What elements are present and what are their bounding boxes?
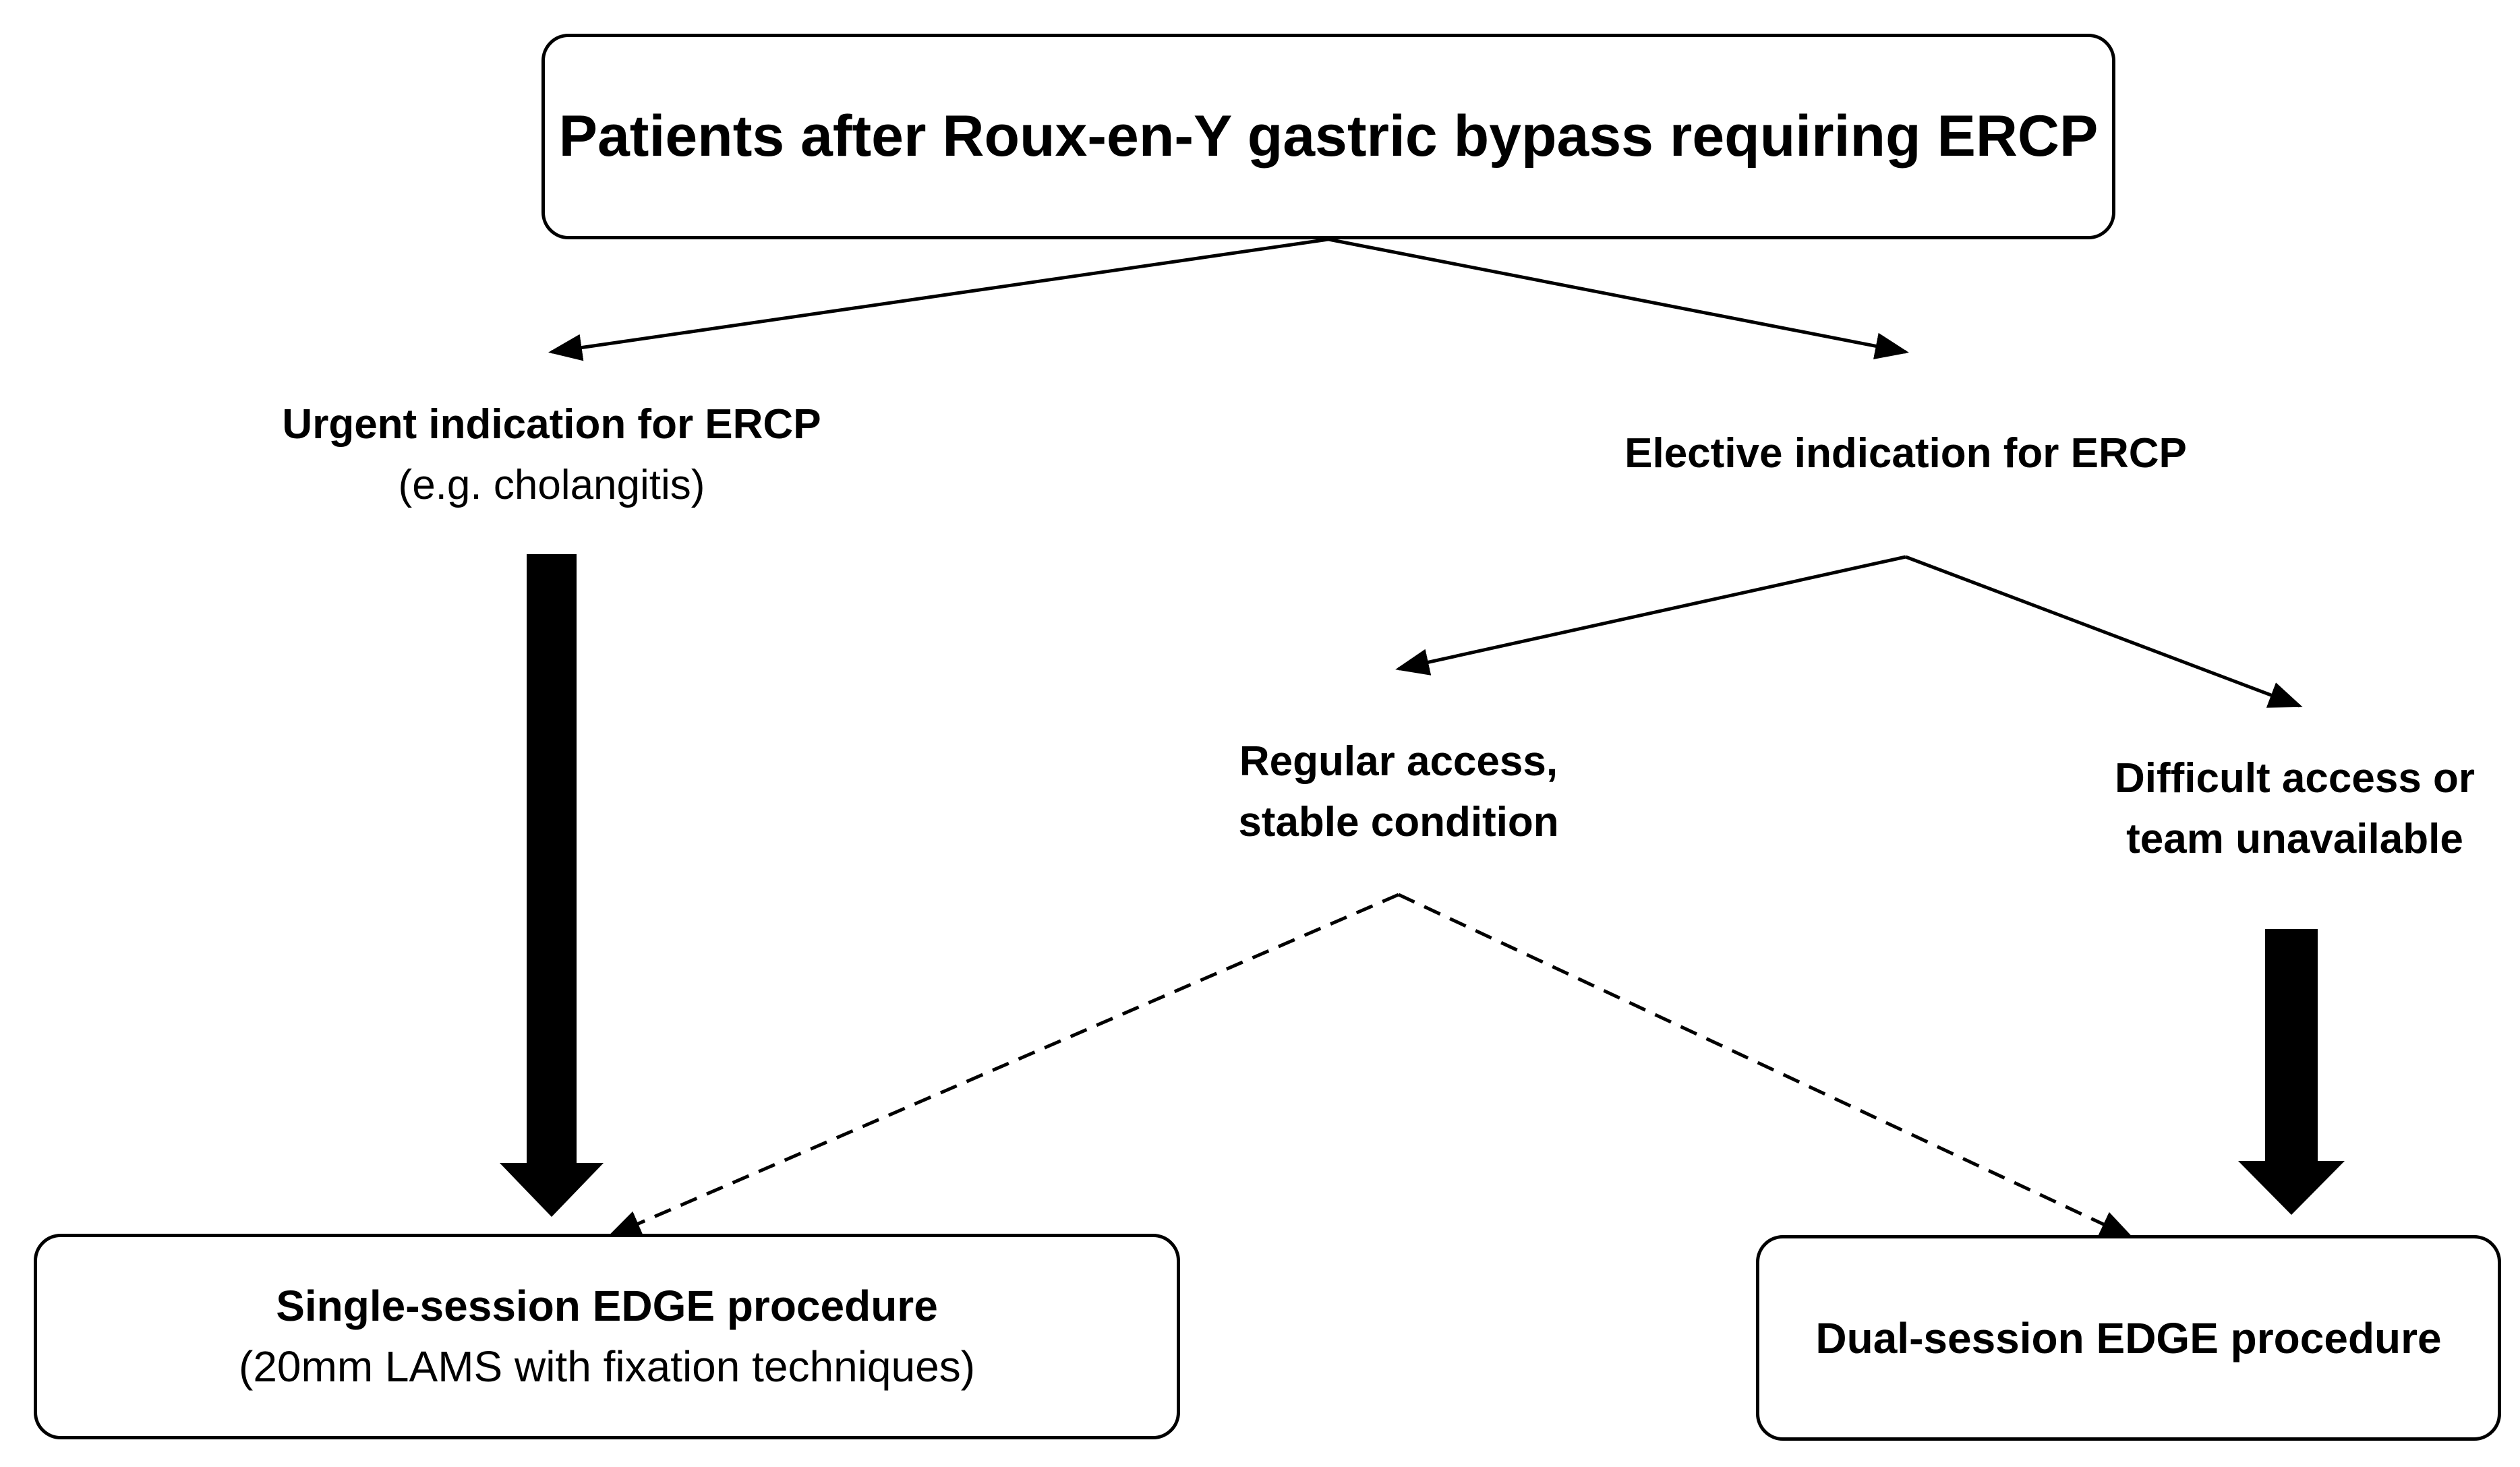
- thick-arrow-urgent-to-single-session: [500, 554, 604, 1217]
- dashed-arrow-regular-to-single-session: [607, 893, 1399, 1238]
- elective-indication-label: Elective indication for ERCP: [1535, 423, 2277, 484]
- arrow-elective-to-regular: [1395, 555, 1906, 676]
- difficult-access-line2: team unavailable: [2126, 815, 2463, 862]
- urgent-indication-label: Urgent indication for ERCP (e.g. cholang…: [214, 394, 889, 516]
- regular-access-label: Regular access, stable condition: [1129, 731, 1668, 853]
- arrow-root-to-urgent: [548, 237, 1329, 361]
- dashed-arrow-regular-to-dual-session: [1397, 893, 2134, 1239]
- dual-session-title: Dual-session EDGE procedure: [1815, 1313, 2442, 1363]
- thick-arrow-difficult-to-dual-session: [2238, 929, 2345, 1215]
- arrow-elective-to-difficult: [1905, 555, 2303, 708]
- root-title: Patients after Roux-en-Y gastric bypass …: [558, 104, 2099, 169]
- dual-session-box: Dual-session EDGE procedure: [1756, 1235, 2501, 1441]
- single-session-box: Single-session EDGE procedure (20mm LAMS…: [34, 1234, 1180, 1439]
- single-session-title: Single-session EDGE procedure: [276, 1281, 938, 1330]
- urgent-indication-example: (e.g. cholangitis): [398, 461, 705, 508]
- difficult-access-line1: Difficult access or: [2114, 755, 2475, 802]
- regular-access-line1: Regular access,: [1239, 738, 1558, 785]
- single-session-subtitle: (20mm LAMS with fixation techniques): [239, 1342, 975, 1391]
- elective-indication-title: Elective indication for ERCP: [1624, 430, 2187, 477]
- difficult-access-label: Difficult access or team unavailable: [2035, 748, 2520, 870]
- urgent-indication-title: Urgent indication for ERCP: [282, 401, 821, 448]
- root-box: Patients after Roux-en-Y gastric bypass …: [541, 34, 2115, 239]
- arrow-root-to-elective: [1328, 237, 1909, 360]
- regular-access-line2: stable condition: [1238, 798, 1559, 845]
